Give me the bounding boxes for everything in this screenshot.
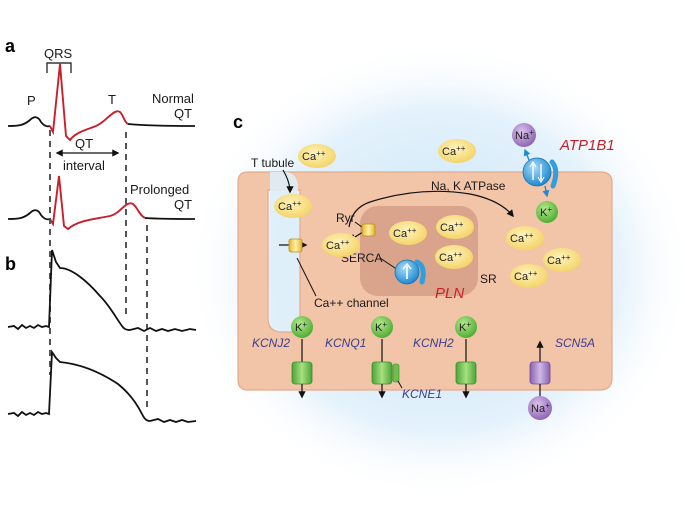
kcnh2-gene-label: KCNH2 — [413, 336, 454, 350]
calcium-ion: Ca++ — [438, 139, 476, 163]
pln-regulator — [414, 259, 426, 285]
svg-text:Ca++: Ca++ — [393, 226, 417, 240]
ca-channel-label: Ca++ channel — [314, 296, 389, 310]
calcium-ions: Ca++ Ca++ Ca++ Ca++ Ca++ Ca++ Ca++ Ca++ — [274, 139, 581, 288]
na-efflux-arrow — [523, 148, 531, 161]
alignment-lines — [49, 130, 148, 408]
potassium-ion-label: K+ — [295, 320, 307, 334]
potassium-ion-label: K+ — [375, 320, 387, 334]
arrow-ca-release-cycle — [348, 190, 514, 228]
prolonged-ecg-trace-qt — [49, 175, 146, 231]
panel-c-cardiomyocyte: SR T tubule Na, K ATPase Ryr SERCA Ca++ … — [185, 40, 685, 500]
normal-action-potential — [7, 249, 197, 333]
svg-text:Ca++: Ca++ — [439, 250, 463, 264]
calcium-ion: Ca++ — [389, 221, 427, 245]
prolonged-qt-label-2: QT — [174, 197, 192, 212]
qrs-bracket — [46, 62, 72, 73]
kcnh2-channel — [455, 361, 477, 385]
atp1b1-subunit — [549, 159, 559, 189]
svg-text:Ca++: Ca++ — [514, 269, 538, 283]
kcne1-pointer — [397, 380, 403, 389]
kcne1-gene-label: KCNE1 — [402, 387, 442, 401]
prolonged-ecg-trace-tail — [144, 217, 196, 220]
calcium-ion: Ca++ — [274, 194, 312, 218]
kcnj2-channel — [291, 361, 313, 385]
svg-text:Ca++: Ca++ — [326, 238, 350, 252]
calcium-ion: Ca++ — [543, 248, 581, 272]
ca-channel-pointer — [296, 257, 317, 297]
panel-label-a: a — [5, 36, 16, 56]
svg-text:Ca++: Ca++ — [442, 144, 466, 158]
calcium-ion: Ca++ — [298, 144, 336, 168]
prolonged-qt-label-1: Prolonged — [130, 182, 189, 197]
normal-ecg-trace-tail — [127, 123, 196, 127]
svg-text:Ca++: Ca++ — [302, 149, 326, 163]
potassium-channels: K+ KCNJ2 K+ KCNQ1 KCNE1 K+ KCNH2 — [252, 316, 477, 401]
atp1b1-gene-label: ATP1B1 — [559, 137, 615, 154]
arrow-ttubule-to-ca — [282, 169, 294, 194]
potassium-ion — [291, 316, 313, 338]
potassium-ion-pump — [536, 201, 558, 223]
na-k-pump-arrow-down-head — [537, 176, 545, 184]
calcium-ion: Ca++ — [436, 215, 474, 239]
scn5a-channel — [529, 361, 551, 385]
svg-text:Ca++: Ca++ — [278, 199, 302, 213]
na-k-atpase-pump — [522, 157, 552, 187]
serca-pointer — [379, 257, 399, 271]
t-tubule-label: T tubule — [251, 156, 294, 170]
calcium-ion: Ca++ — [510, 264, 548, 288]
kcnq1-gene-label: KCNQ1 — [325, 336, 366, 350]
potassium-ion — [455, 316, 477, 338]
qt-interval-label-2: interval — [63, 158, 105, 173]
svg-text:Ca++: Ca++ — [547, 253, 571, 267]
sodium-channel: Na+ SCN5A — [528, 336, 595, 420]
sodium-ion-top-label: Na+ — [515, 128, 534, 142]
panel-label-b: b — [5, 254, 16, 274]
serca-pump-arrow-head — [402, 262, 412, 270]
prolonged-ecg-trace-baseline — [7, 209, 51, 221]
pln-gene-label: PLN — [435, 285, 464, 302]
panel-label-c: c — [233, 112, 243, 132]
svg-text:Ca++: Ca++ — [440, 220, 464, 234]
normal-qt-label-2: QT — [174, 106, 192, 121]
calcium-ion: Ca++ — [506, 226, 544, 250]
prolonged-action-potential — [7, 349, 197, 423]
qt-interval-label-1: QT — [75, 136, 93, 151]
sodium-ion-top — [512, 123, 536, 147]
kcnq1-channel — [371, 361, 393, 385]
potassium-ion-label: K+ — [459, 320, 471, 334]
svg-text:Ca++: Ca++ — [510, 231, 534, 245]
sodium-ion-bottom-label: Na+ — [531, 401, 550, 415]
t-wave-label: T — [108, 92, 116, 107]
qrs-label: QRS — [44, 46, 73, 61]
calcium-ion: Ca++ — [322, 233, 360, 257]
potassium-ion-pump-label: K+ — [540, 205, 552, 219]
na-k-atpase-label: Na, K ATPase — [431, 179, 506, 193]
panel-a-ecg: QRS P T Normal QT QT interval Prolonged … — [7, 46, 196, 231]
ryanodine-receptor — [361, 223, 376, 237]
sr-label: SR — [480, 272, 497, 286]
k-influx-arrow — [542, 185, 550, 198]
normal-qt-label-1: Normal — [152, 91, 194, 106]
kcne1-subunit — [392, 363, 400, 383]
kcnj2-gene-label: KCNJ2 — [252, 336, 290, 350]
l-type-ca-channel — [288, 238, 303, 253]
normal-ecg-trace-baseline — [7, 116, 51, 128]
scn5a-gene-label: SCN5A — [555, 336, 595, 350]
normal-ecg-trace-qt — [49, 63, 129, 142]
panel-b-action-potentials — [7, 249, 197, 423]
calcium-ion: Ca++ — [435, 245, 473, 269]
potassium-ion — [371, 316, 393, 338]
na-k-pump-arrow-up-head — [529, 160, 537, 168]
p-wave-label: P — [27, 93, 36, 108]
sodium-ion-bottom — [528, 396, 552, 420]
